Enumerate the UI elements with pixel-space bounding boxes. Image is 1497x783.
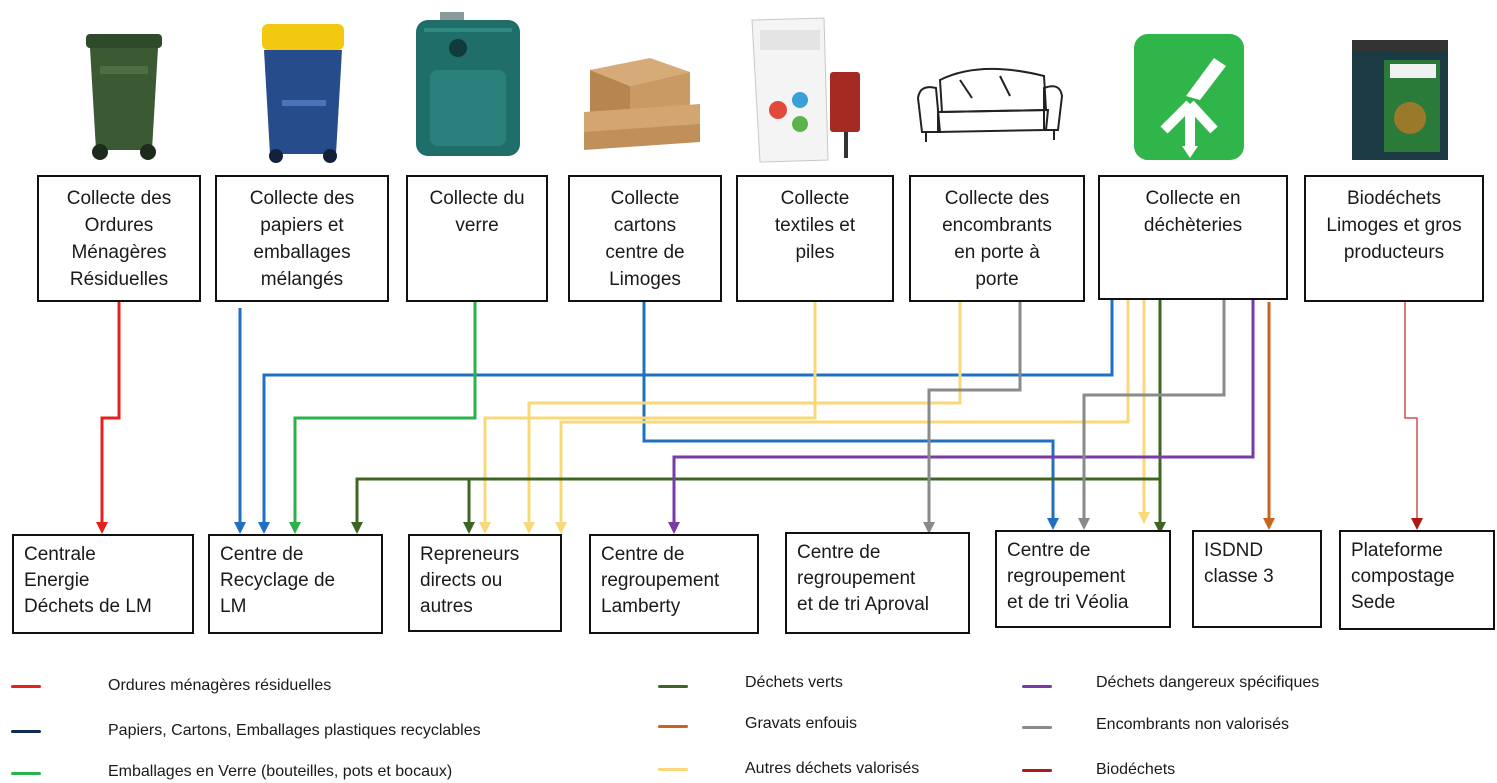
connector-decheteries-to-lamberty	[672, 300, 1255, 522]
connector-biodechets-to-sede	[1404, 302, 1418, 518]
dest-box-aproval: Centre de regroupement et de tri Aproval	[785, 532, 970, 634]
dest-box-recyclage: Centre de Recyclage de LM	[208, 534, 383, 634]
source-box-verre: Collecte du verre	[406, 175, 548, 302]
dest-box-veolia: Centre de regroupement et de tri Véolia	[995, 530, 1171, 628]
blue-yellow-wheelie-bin-icon	[262, 24, 344, 163]
source-box-om: Collecte des Ordures Ménagères Résiduell…	[37, 175, 201, 302]
legend-label-verre: Emballages en Verre (bouteilles, pots et…	[108, 763, 453, 780]
connector-om-to-centrale	[100, 302, 121, 522]
connector-encombrants-to-repreneurs	[527, 302, 962, 522]
legend-swatch-encombrants	[1022, 726, 1052, 729]
source-box-cartons: Collecte cartons centre de Limoges	[568, 175, 722, 302]
legend-swatch-biodechets	[1022, 769, 1052, 772]
connector-decheteries-to-recyclage-green	[355, 300, 1162, 522]
connector-decheteries-to-repreneurs	[559, 300, 1130, 522]
source-box-biodechets: Biodéchets Limoges et gros producteurs	[1304, 175, 1484, 302]
legend-label-om: Ordures ménagères résiduelles	[108, 677, 332, 694]
green-wheelie-bin-icon	[86, 34, 162, 160]
arrowhead	[1138, 512, 1150, 524]
connector-verre-to-recyclage	[293, 302, 477, 522]
connector-encombrants-to-aproval	[927, 302, 1022, 522]
arrowhead	[1411, 518, 1423, 530]
arrowhead	[258, 522, 270, 534]
dest-box-centrale: Centrale Energie Déchets de LM	[12, 534, 194, 634]
connector-cartons-to-veolia	[642, 302, 1055, 518]
arrowhead	[96, 522, 108, 534]
connector-decheteries-to-recyclage	[262, 300, 1114, 522]
arrowhead	[289, 522, 301, 534]
legend-label-autres: Autres déchets valorisés	[745, 760, 920, 777]
source-box-encombrants: Collecte des encombrants en porte à port…	[909, 175, 1085, 302]
legend-swatch-dangereux	[1022, 685, 1052, 688]
arrowhead	[1263, 518, 1275, 530]
legend-label-papiers: Papiers, Cartons, Emballages plastiques …	[108, 722, 481, 739]
glass-container-icon	[416, 12, 520, 156]
legend-swatch-gravats	[658, 725, 688, 728]
source-box-papiers: Collecte des papiers et emballages mélan…	[215, 175, 389, 302]
legend-swatch-om	[11, 685, 41, 688]
connector-decheteries-to-veolia-gray	[1082, 300, 1226, 518]
legend-swatch-verre	[11, 772, 41, 775]
cardboard-boxes-icon	[584, 58, 700, 150]
arrowhead	[463, 522, 475, 534]
legend-swatch-papiers	[11, 730, 41, 733]
legend-label-gravats: Gravats enfouis	[745, 715, 858, 732]
legend-label-biodechets: Biodéchets	[1096, 761, 1176, 778]
arrowhead	[923, 522, 935, 534]
arrowhead	[351, 522, 363, 534]
dest-box-sede: Plateforme compostage Sede	[1339, 530, 1495, 630]
legend-swatch-dechets-verts	[658, 685, 688, 688]
arrowhead	[479, 522, 491, 534]
arrowhead	[1154, 522, 1166, 534]
textile-container-icon	[751, 17, 860, 163]
dest-box-lamberty: Centre de regroupement Lamberty	[589, 534, 759, 634]
sofa-icon	[916, 67, 1064, 142]
decheterie-logo-icon	[1134, 34, 1244, 160]
legend-label-encombrants: Encombrants non valorisés	[1096, 716, 1289, 733]
arrowhead	[555, 522, 567, 534]
biowaste-bin-icon	[1352, 40, 1448, 160]
dest-box-repreneurs: Repreneurs directs ou autres	[408, 534, 562, 632]
arrowhead	[1047, 518, 1059, 530]
legend-swatch-autres	[658, 768, 688, 771]
legend-label-dangereux: Déchets dangereux spécifiques	[1096, 674, 1320, 691]
arrowhead	[668, 522, 680, 534]
arrowhead	[523, 522, 535, 534]
legend-label-dechets-verts: Déchets verts	[745, 674, 843, 691]
source-box-decheteries: Collecte en déchèteries	[1098, 175, 1288, 300]
arrowhead	[1078, 518, 1090, 530]
source-box-textiles: Collecte textiles et piles	[736, 175, 894, 302]
connector-textiles-to-repreneurs	[483, 302, 817, 522]
dest-box-isdnd: ISDND classe 3	[1192, 530, 1322, 628]
arrowhead	[234, 522, 246, 534]
